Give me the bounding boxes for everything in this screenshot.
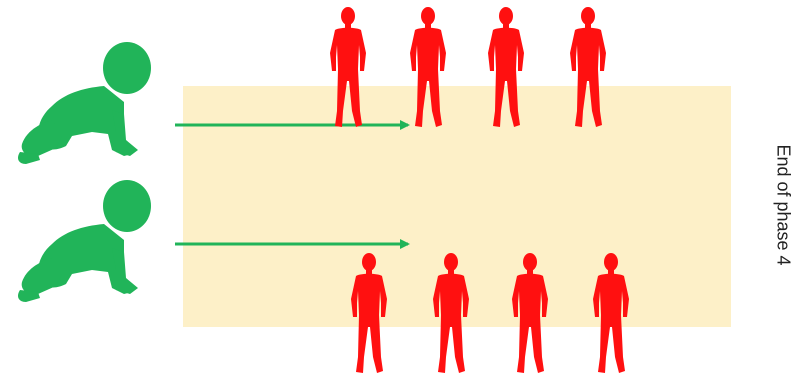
walking-person-icon (433, 253, 469, 373)
walking-person-icon (488, 7, 524, 127)
crawling-baby-icon (18, 42, 151, 164)
crawling-baby-icon (18, 180, 151, 302)
walking-person-icon (593, 253, 629, 373)
walking-person-icon (410, 7, 446, 127)
walking-person-icon (512, 253, 548, 373)
walking-person-icon (330, 7, 366, 127)
walking-person-icon (351, 253, 387, 373)
phase-label: End of phase 4 (773, 144, 794, 266)
walking-person-icon (570, 7, 606, 127)
